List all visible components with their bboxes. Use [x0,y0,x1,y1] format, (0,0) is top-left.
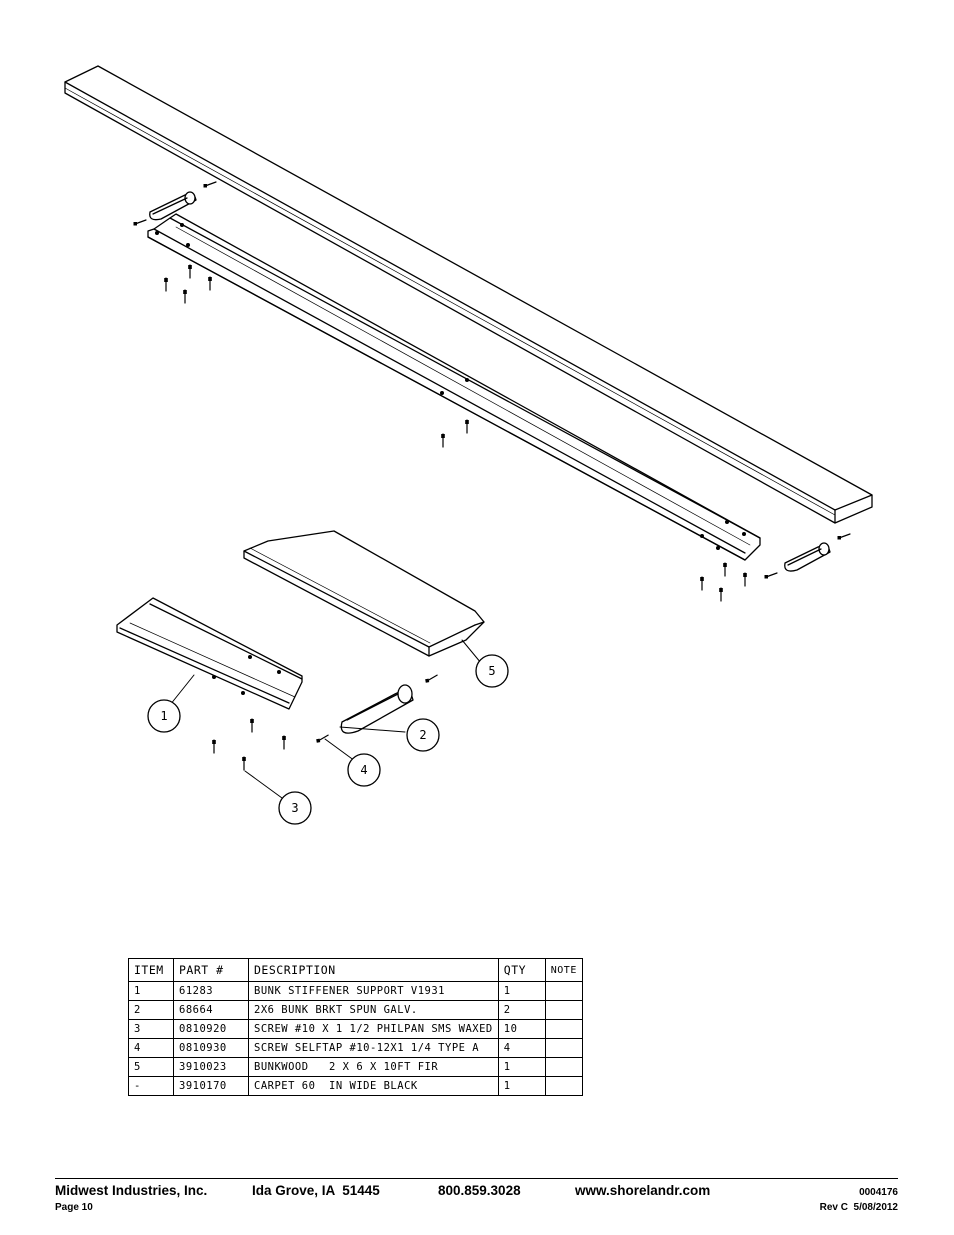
cell-note [544,981,583,1001]
cell-description: SCREW SELFTAP #10-12X1 1/4 TYPE A [248,1038,499,1058]
callout-5: 5 [475,654,509,688]
cell-item: 3 [128,1019,174,1039]
cell-description: BUNKWOOD 2 X 6 X 10FT FIR [248,1057,499,1077]
cell-part-number: 0810920 [173,1019,249,1039]
cell-description: SCREW #10 X 1 1/2 PHILPAN SMS WAXED [248,1019,499,1039]
svg-text:2: 2 [419,728,426,742]
footer-revision: Rev C 5/08/2012 [819,1202,898,1213]
table-row: - 3910170 CARPET 60 IN WIDE BLACK 1 [128,1076,583,1096]
cell-part-number: 68664 [173,1000,249,1020]
callout-1: 1 [147,699,181,733]
callout-3: 3 [278,791,312,825]
cell-qty: 1 [497,1057,546,1077]
table-row: 2 68664 2X6 BUNK BRKT SPUN GALV. 2 [128,1000,583,1020]
cell-note [544,1000,583,1020]
footer-website: www.shorelandr.com [575,1183,711,1198]
header-qty: QTY [497,958,546,982]
table-row: 3 0810920 SCREW #10 X 1 1/2 PHILPAN SMS … [128,1019,583,1039]
cell-note [544,1038,583,1058]
cell-qty: 2 [497,1000,546,1020]
callout-4: 4 [347,753,381,787]
cell-description: CARPET 60 IN WIDE BLACK [248,1076,499,1096]
cell-part-number: 3910023 [173,1057,249,1077]
upper-bracket-left [149,191,197,221]
cell-item: 1 [128,981,174,1001]
cell-item: 5 [128,1057,174,1077]
footer-doc-number: 0004176 [859,1187,898,1198]
cell-note [544,1076,583,1096]
table-row: 4 0810930 SCREW SELFTAP #10-12X1 1/4 TYP… [128,1038,583,1058]
exploded-assembly-drawing: 1 2 3 4 5 [64,65,873,825]
footer-company: Midwest Industries, Inc. [55,1183,208,1198]
stiffener-detail [116,597,303,710]
svg-text:4: 4 [360,763,367,777]
long-bunk-board [64,65,873,524]
footer-divider [55,1178,898,1179]
upper-bracket-right [784,542,831,572]
table-header-row: ITEM PART # DESCRIPTION QTY NOTE [128,958,583,982]
footer-page: Page 10 [55,1202,93,1213]
cell-qty: 4 [497,1038,546,1058]
cell-qty: 1 [497,1076,546,1096]
table-row: 1 61283 BUNK STIFFENER SUPPORT V1931 1 [128,981,583,1001]
svg-text:3: 3 [291,801,298,815]
header-item: ITEM [128,958,174,982]
footer-city: Ida Grove, IA 51445 [252,1183,380,1198]
svg-text:1: 1 [160,709,167,723]
footer-phone: 800.859.3028 [438,1183,521,1198]
leader-lines [169,639,482,799]
callout-2: 2 [406,718,440,752]
cell-description: BUNK STIFFENER SUPPORT V1931 [248,981,499,1001]
cell-qty: 1 [497,981,546,1001]
cell-item: 4 [128,1038,174,1058]
bracket-detail [340,684,414,734]
cell-item: - [128,1076,174,1096]
parts-list-table: ITEM PART # DESCRIPTION QTY NOTE 1 61283… [128,958,583,1096]
cell-qty: 10 [497,1019,546,1039]
header-note: NOTE [544,958,583,982]
header-description: DESCRIPTION [248,958,499,982]
svg-text:5: 5 [488,664,495,678]
cell-part-number: 0810930 [173,1038,249,1058]
bunkwood-detail [243,530,485,657]
header-part-number: PART # [173,958,249,982]
long-stiffener-channel [147,213,761,561]
cell-part-number: 61283 [173,981,249,1001]
cell-note [544,1057,583,1077]
cell-item: 2 [128,1000,174,1020]
cell-part-number: 3910170 [173,1076,249,1096]
cell-description: 2X6 BUNK BRKT SPUN GALV. [248,1000,499,1020]
table-row: 5 3910023 BUNKWOOD 2 X 6 X 10FT FIR 1 [128,1057,583,1077]
cell-note [544,1019,583,1039]
